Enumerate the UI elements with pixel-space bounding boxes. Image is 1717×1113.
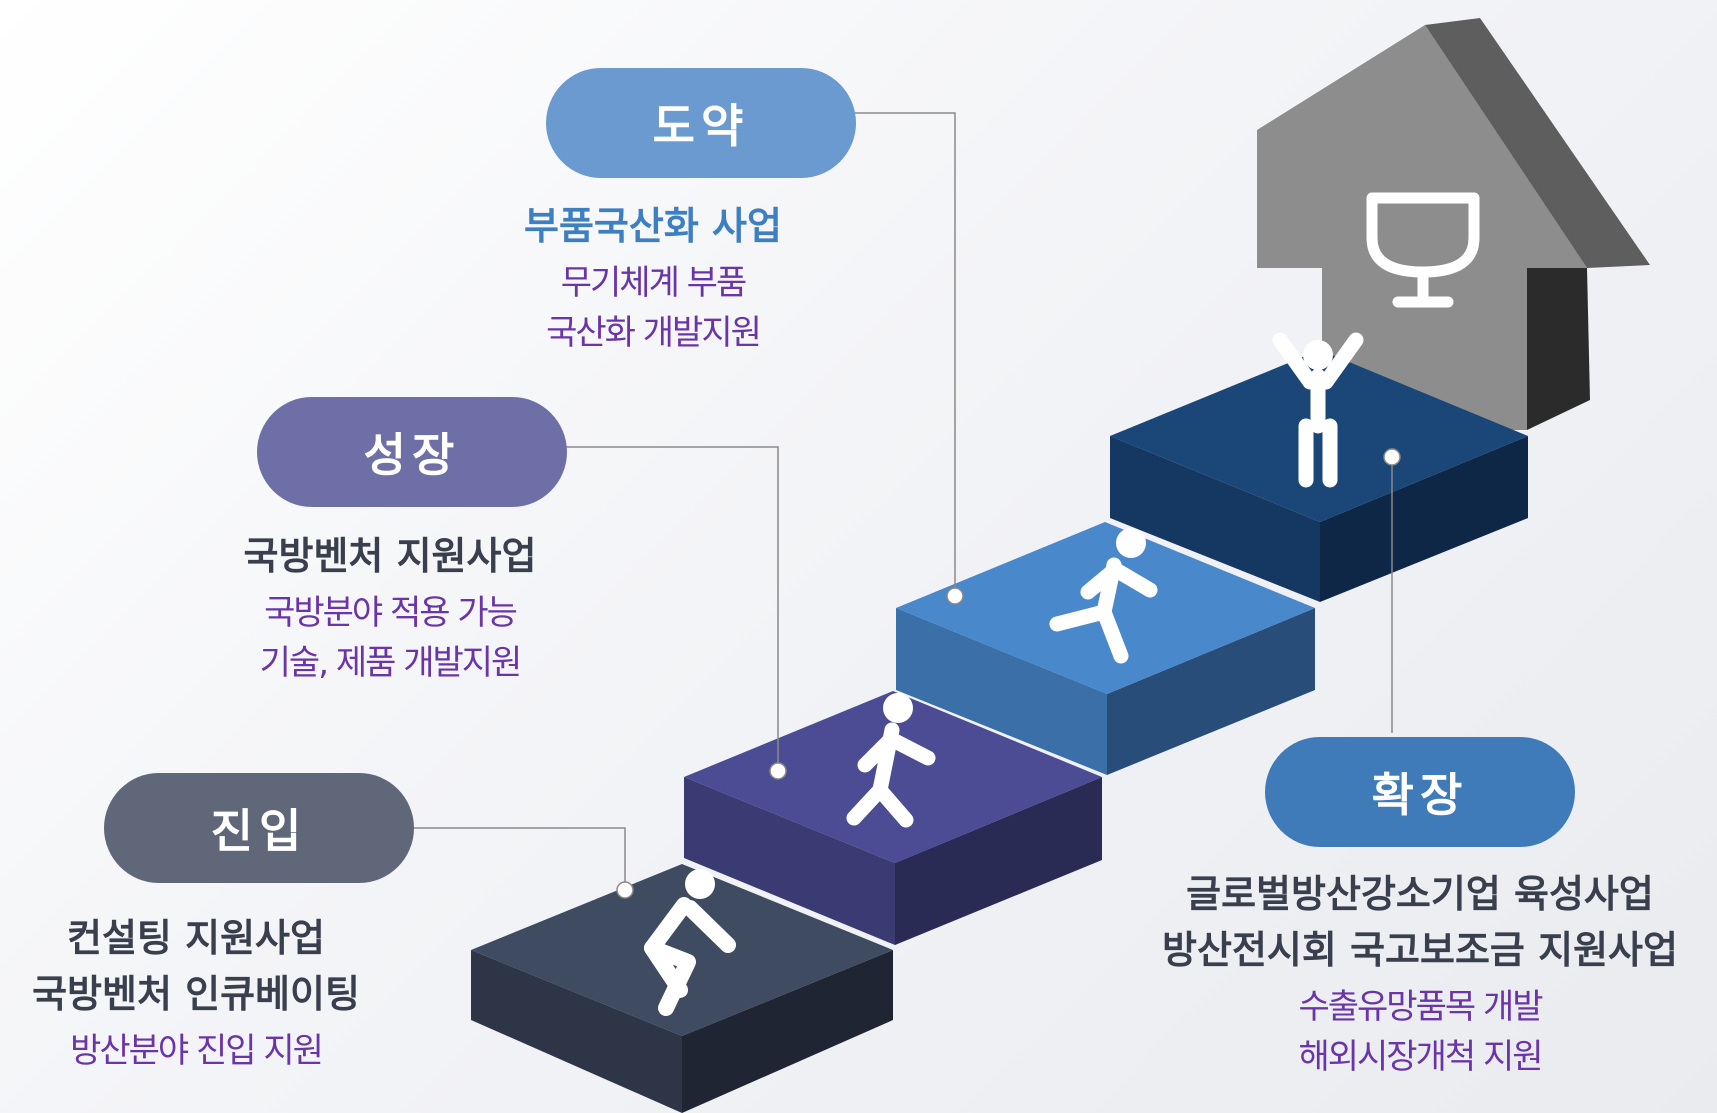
connector-dot-expansion xyxy=(1383,448,1401,466)
connector-dots xyxy=(616,448,1401,899)
crouching-person-icon xyxy=(644,869,736,1016)
step-leap-front xyxy=(1107,608,1315,775)
expansion-title-2: 방산전시회 국고보조금 지원사업 xyxy=(1162,928,1678,972)
step-leap-side xyxy=(896,608,1107,775)
step-expansion-front xyxy=(1320,436,1528,602)
step-expansion xyxy=(1110,350,1528,602)
arrow-dark-face xyxy=(1527,268,1590,430)
leap-text-block: 부품국산화 사업 무기체계 부품 국산화 개발지원 xyxy=(480,198,826,358)
connector-dot-growth xyxy=(769,762,787,780)
trophy-icon xyxy=(1366,192,1480,308)
expansion-text-block: 글로벌방산강소기업 육성사업 방산전시회 국고보조금 지원사업 수출유망품목 개… xyxy=(1140,866,1700,1082)
leap-title-1: 부품국산화 사업 xyxy=(524,204,782,248)
connector-dot-entry xyxy=(616,881,634,899)
connectors xyxy=(412,112,1393,890)
stage-label-leap: 도약 xyxy=(652,99,750,153)
growth-title-1: 국방벤처 지원사업 xyxy=(243,534,537,578)
step-growth-front xyxy=(895,777,1102,945)
connector-dot-leap xyxy=(946,587,964,605)
step-entry xyxy=(471,864,893,1113)
entry-text-block: 컨설팅 지원사업 국방벤처 인큐베이팅 방산분야 진입 지원 xyxy=(0,910,392,1076)
stage-pill-growth: 성장 xyxy=(257,397,567,507)
connector-leap xyxy=(855,112,956,596)
connector-growth xyxy=(565,446,779,771)
growth-sub-1: 국방분야 적용 가능 xyxy=(264,593,518,633)
step-growth-top xyxy=(684,691,1102,863)
connector-entry xyxy=(412,827,626,890)
step-expansion-side xyxy=(1110,436,1320,602)
stage-pill-leap: 도약 xyxy=(546,68,856,178)
arrow-side-face xyxy=(1425,18,1650,268)
walking-person-icon xyxy=(846,693,936,828)
growth-sub-2: 기술, 제품 개발지원 xyxy=(259,643,523,683)
house-arrow-icon xyxy=(1257,18,1650,430)
entry-title-2: 국방벤처 인큐베이팅 xyxy=(32,972,360,1016)
stage-pill-expansion: 확장 xyxy=(1265,737,1575,847)
growth-text-block: 국방벤처 지원사업 국방분야 적용 가능 기술, 제품 개발지원 xyxy=(190,528,590,688)
step-entry-front xyxy=(682,950,893,1113)
stage-label-entry: 진입 xyxy=(210,804,308,858)
arrow-front-face xyxy=(1257,25,1587,430)
step-entry-top xyxy=(471,864,893,1036)
celebrating-person-icon xyxy=(1272,332,1364,488)
stage-label-growth: 성장 xyxy=(363,428,461,482)
expansion-sub-2: 해외시장개척 지원 xyxy=(1298,1037,1543,1077)
step-expansion-top xyxy=(1110,350,1528,522)
expansion-sub-1: 수출유망품목 개발 xyxy=(1298,987,1543,1027)
leap-sub-2: 국산화 개발지원 xyxy=(546,313,762,353)
step-entry-side xyxy=(471,950,682,1113)
running-person-icon xyxy=(1049,528,1158,664)
entry-sub-1: 방산분야 진입 지원 xyxy=(70,1031,324,1071)
leap-sub-1: 무기체계 부품 xyxy=(560,263,748,303)
stage-label-expansion: 확장 xyxy=(1371,768,1469,822)
stage-pill-entry: 진입 xyxy=(104,773,414,883)
step-growth-side xyxy=(684,777,895,945)
step-growth xyxy=(684,691,1102,945)
entry-title-1: 컨설팅 지원사업 xyxy=(67,916,325,960)
expansion-title-1: 글로벌방산강소기업 육성사업 xyxy=(1186,872,1654,916)
